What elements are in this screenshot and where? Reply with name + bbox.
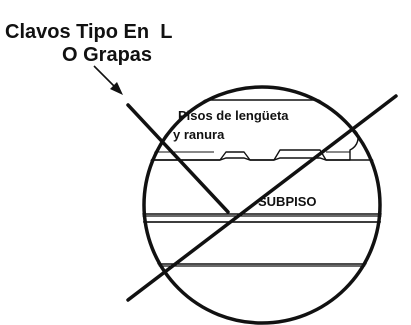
floor-type-label-line1: Pisos de lengüeta: [178, 108, 289, 123]
callout-arrowhead-icon: [110, 82, 123, 95]
subfloor-upper-layer: [142, 163, 382, 215]
subfloor-label: SUBPISO: [258, 194, 317, 209]
nail-shank: [126, 103, 230, 214]
subfloor-top-edge: [142, 157, 382, 163]
nail-type-label-line1: Clavos Tipo En L: [5, 21, 172, 43]
callout-arrow-line: [93, 65, 117, 89]
floor-type-label-line2: y ranura: [173, 127, 225, 142]
subfloor-lower-layer: [142, 221, 382, 265]
prohibition-slash: [126, 94, 398, 302]
floor-cross-section: [142, 99, 382, 267]
prohibition-circle: [142, 85, 382, 325]
nail-type-label-line2: O Grapas: [62, 44, 152, 66]
